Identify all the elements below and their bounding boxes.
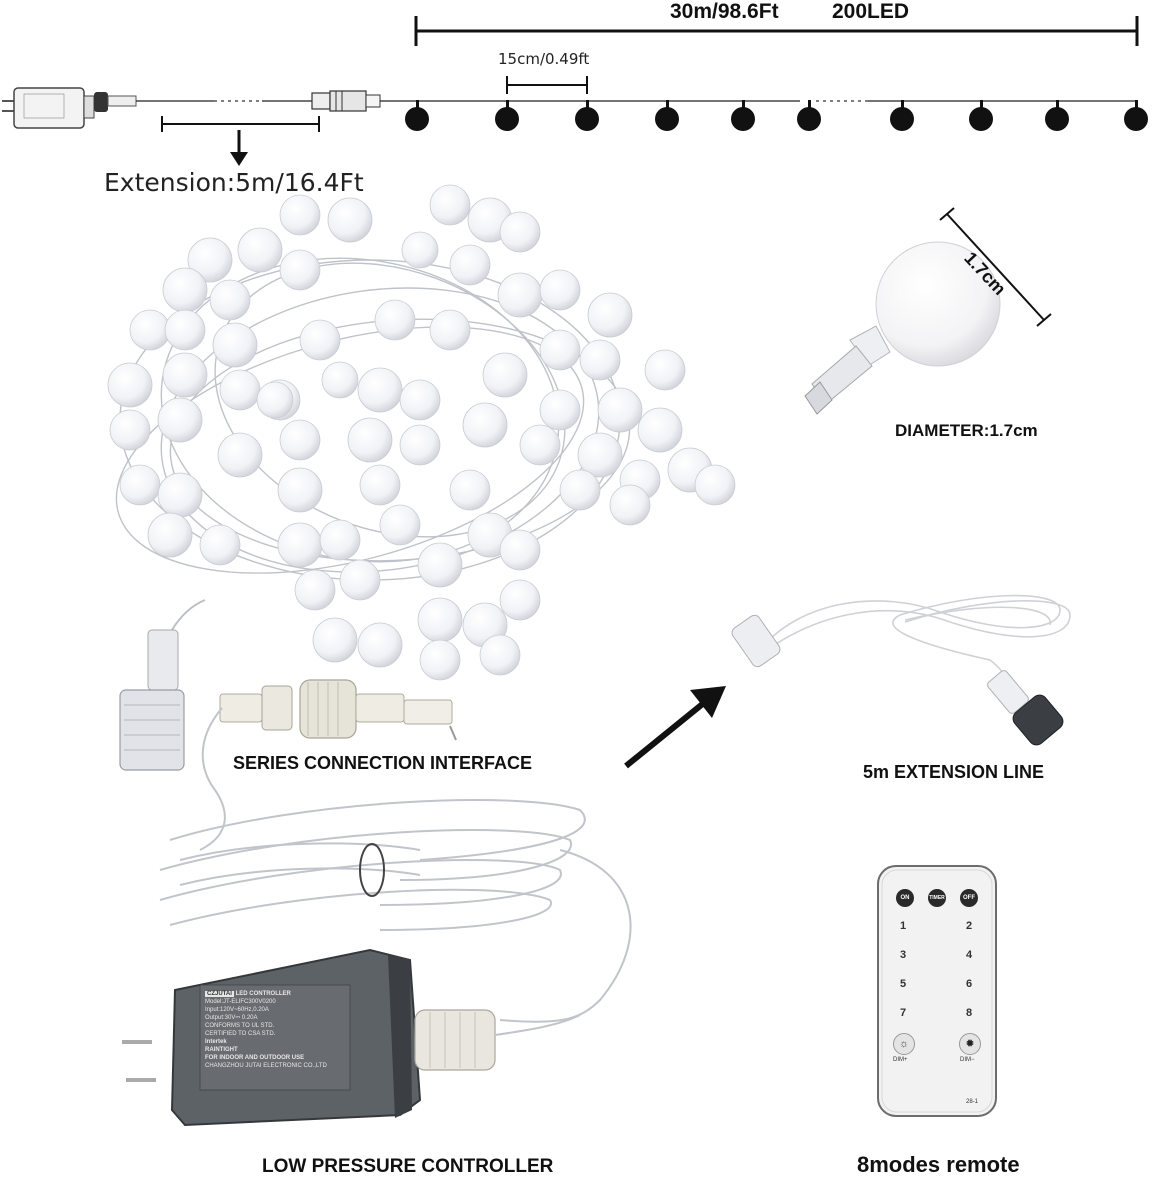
remote-off-button: OFF <box>960 889 978 907</box>
remote-key-3: 3 <box>900 949 907 961</box>
mini-plug-icon <box>2 87 137 129</box>
controller-line-1: Model:JT-ELIFC300V0200 <box>205 999 276 1005</box>
extension-line-caption: 5m EXTENSION LINE <box>863 762 1045 782</box>
controller-mark: Intertek <box>205 1039 227 1045</box>
connector-icon <box>311 90 381 112</box>
controller-line-6: FOR INDOOR AND OUTDOOR USE <box>205 1055 305 1061</box>
remote-key-6: 6 <box>966 978 973 990</box>
extension-line-icon <box>731 594 1071 746</box>
extension-length-label: Extension:5m/16.4Ft <box>104 168 364 197</box>
light-string-cluster <box>107 184 736 771</box>
spacing-label: 15cm/0.49ft <box>498 50 590 68</box>
remote-key-8: 8 <box>966 1007 973 1019</box>
remote-key-4: 4 <box>966 949 973 961</box>
controller-cable <box>159 707 632 1023</box>
remote-dim-plus-icon: ☼ <box>893 1033 915 1055</box>
led-controller-icon <box>122 948 581 1127</box>
remote-dim-plus-label: DIM+ <box>893 1057 908 1063</box>
remote-dim-minus-label: DIM− <box>960 1057 975 1063</box>
bulb-diameter-caption: DIAMETER:1.7cm <box>895 421 1038 440</box>
controller-line-3: Output:30V⎓ 0.20A <box>205 1015 258 1021</box>
controller-print: CZJUTAI LED CONTROLLER Model:JT-ELIFC300… <box>205 990 345 1070</box>
remote-timer-button: TIMER <box>928 889 946 907</box>
remote-caption: 8modes remote <box>857 1152 1020 1177</box>
controller-line-7: CHANGZHOU JUTAI ELECTRONIC CO.,LTD <box>205 1063 327 1069</box>
single-bulb-icon <box>804 207 1052 415</box>
arrow-icon <box>624 686 726 769</box>
series-connector-icon <box>219 679 457 741</box>
remote-key-5: 5 <box>900 978 907 990</box>
remote-dim-minus-icon: ✹ <box>959 1033 981 1055</box>
top-string-diagram <box>2 16 1148 166</box>
string-bulbs <box>405 100 1148 131</box>
remote-key-7: 7 <box>900 1007 907 1019</box>
top-length-label: 30m/98.6Ft <box>670 0 779 23</box>
controller-rating: RAINTIGHT <box>205 1047 238 1053</box>
top-led-count-label: 200LED <box>832 0 910 23</box>
controller-brand: CZJUTAI <box>205 991 234 997</box>
remote-on-button: ON <box>896 889 914 907</box>
controller-line-4: CONFORMS TO UL STD. <box>205 1023 275 1029</box>
controller-caption: LOW PRESSURE CONTROLLER <box>262 1156 554 1177</box>
controller-title: LED CONTROLLER <box>235 991 291 997</box>
controller-line-5: CERTIFIED TO CSA STD. <box>205 1031 276 1037</box>
remote-key-1: 1 <box>900 920 907 932</box>
remote-model-label: 28-1 <box>966 1099 979 1105</box>
controller-line-2: Input:120V~60Hz,0.20A <box>205 1007 269 1013</box>
series-interface-caption: SERIES CONNECTION INTERFACE <box>233 753 533 773</box>
remote-key-2: 2 <box>966 920 973 932</box>
